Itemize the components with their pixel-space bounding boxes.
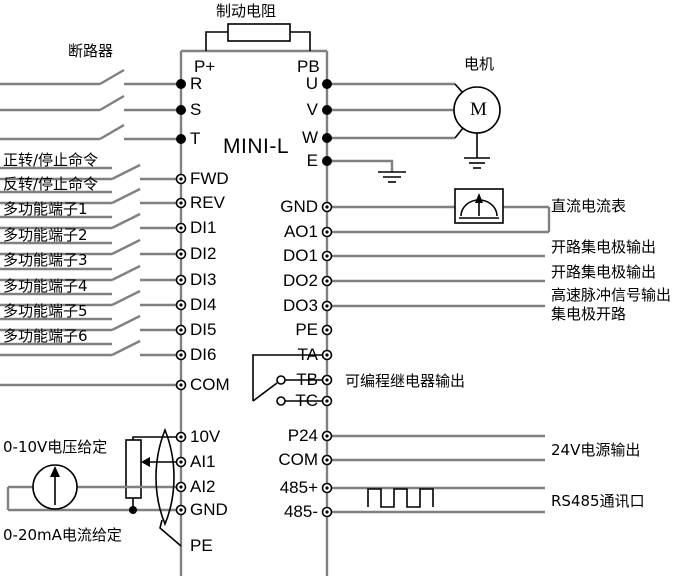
rs485-label: RS485通讯口 xyxy=(551,492,645,510)
terminal-label-di5: DI5 xyxy=(190,320,217,339)
rev-command-label: 反转/停止命令 xyxy=(3,175,99,193)
terminal-label-right-do3: DO3 xyxy=(283,296,318,315)
terminal-label-di2: DI2 xyxy=(190,244,217,263)
braking-resistor-label: 制动电阻 xyxy=(216,2,277,20)
terminal-label-right-com: COM xyxy=(278,450,318,469)
terminal-label-right-e: E xyxy=(306,151,318,170)
terminal-label-right-gnd: GND xyxy=(280,197,318,216)
terminal-label-di3: DI3 xyxy=(190,270,217,289)
dc-ammeter-circuit xyxy=(327,188,551,234)
terminal-label-s: S xyxy=(190,100,202,119)
terminal-label-right-tc: TC xyxy=(295,391,318,410)
terminal-label-right-do2: DO2 xyxy=(283,271,318,290)
di3-source-label: 多功能端子3 xyxy=(3,251,88,269)
terminal-label-right-ta: TA xyxy=(297,345,318,364)
do3-label-line2: 集电极开路 xyxy=(551,305,627,323)
terminal-dot-right-v xyxy=(322,105,332,115)
left-label-rules xyxy=(0,166,112,346)
terminal-label-ai2: AI2 xyxy=(190,477,216,496)
terminal-dot-r xyxy=(176,79,186,89)
terminal-label-right-p24: P24 xyxy=(287,426,318,445)
model-label: MINI-L xyxy=(223,135,289,158)
motor-circuit xyxy=(327,82,501,169)
motor-label: 电机 xyxy=(464,55,495,73)
open-collector-outputs xyxy=(327,254,545,308)
braking-resistor-circuit xyxy=(205,23,311,51)
left-terminal-dots xyxy=(175,79,187,516)
terminal-dot-right-w xyxy=(322,133,332,143)
do1-label: 开路集电极输出 xyxy=(551,238,657,256)
motor-symbol-label: M xyxy=(470,99,487,120)
terminal-label-right-u: U xyxy=(305,74,318,93)
terminal-dot-right-u xyxy=(322,79,332,89)
terminal-label-di4: DI4 xyxy=(190,295,217,314)
fwd-command-label: 正转/停止命令 xyxy=(3,151,99,169)
terminal-label-right-ao1: AO1 xyxy=(283,222,318,241)
terminal-label-right-tb: TB xyxy=(296,370,318,389)
terminal-label-di1: DI1 xyxy=(190,218,217,237)
terminal-label-right-w: W xyxy=(301,128,318,147)
terminal-label-rev: REV xyxy=(190,193,225,212)
terminal-label-right-v: V xyxy=(306,100,318,119)
dc-ammeter-label: 直流电流表 xyxy=(551,197,627,215)
digital-input-switches xyxy=(0,163,181,387)
breaker-label: 断路器 xyxy=(68,42,114,60)
di2-source-label: 多功能端子2 xyxy=(3,226,88,244)
rs485-port xyxy=(327,486,545,514)
voltage-reference-label: 0-10V电压给定 xyxy=(3,438,108,456)
terminal-p-plus-label: P+ xyxy=(194,57,216,76)
terminal-label-right-485+: 485+ xyxy=(279,478,318,497)
terminal-label-r: R xyxy=(190,74,203,93)
do2-label: 开路集电极输出 xyxy=(551,263,657,281)
right-terminal-dots xyxy=(321,79,333,518)
di1-source-label: 多功能端子1 xyxy=(3,200,88,218)
terminal-label-t: T xyxy=(190,129,201,148)
relay-output-label: 可编程继电器输出 xyxy=(345,372,466,390)
terminal-label-right-do1: DO1 xyxy=(283,246,318,265)
terminal-pb-label: PB xyxy=(297,57,320,76)
terminal-label-com: COM xyxy=(190,375,230,394)
earth-ground xyxy=(327,159,406,183)
power-24v-output xyxy=(327,434,545,462)
terminal-label-right-pe: PE xyxy=(295,320,318,339)
terminal-dot-s xyxy=(176,105,186,115)
do3-label-line1: 高速脉冲信号输出 xyxy=(551,286,672,304)
terminal-label-pe: PE xyxy=(190,536,213,555)
terminal-dot-right-e xyxy=(322,156,332,166)
terminal-label-di6: DI6 xyxy=(190,345,217,364)
power-24v-label: 24V电源输出 xyxy=(551,441,641,459)
circuit-breaker xyxy=(0,68,181,141)
di6-source-label: 多功能端子6 xyxy=(3,327,88,345)
di5-source-label: 多功能端子5 xyxy=(3,302,88,320)
analog-input-circuit xyxy=(6,427,182,547)
terminal-dot-t xyxy=(176,134,186,144)
terminal-label-gnd: GND xyxy=(190,500,228,519)
terminal-label-10v: 10V xyxy=(190,427,221,446)
terminal-label-right-485-: 485- xyxy=(283,502,318,521)
relay-contacts xyxy=(252,354,327,406)
di4-source-label: 多功能端子4 xyxy=(3,277,88,295)
terminal-label-ai1: AI1 xyxy=(190,452,216,471)
current-reference-label: 0-20mA电流给定 xyxy=(3,526,122,544)
terminal-label-fwd: FWD xyxy=(190,169,229,188)
